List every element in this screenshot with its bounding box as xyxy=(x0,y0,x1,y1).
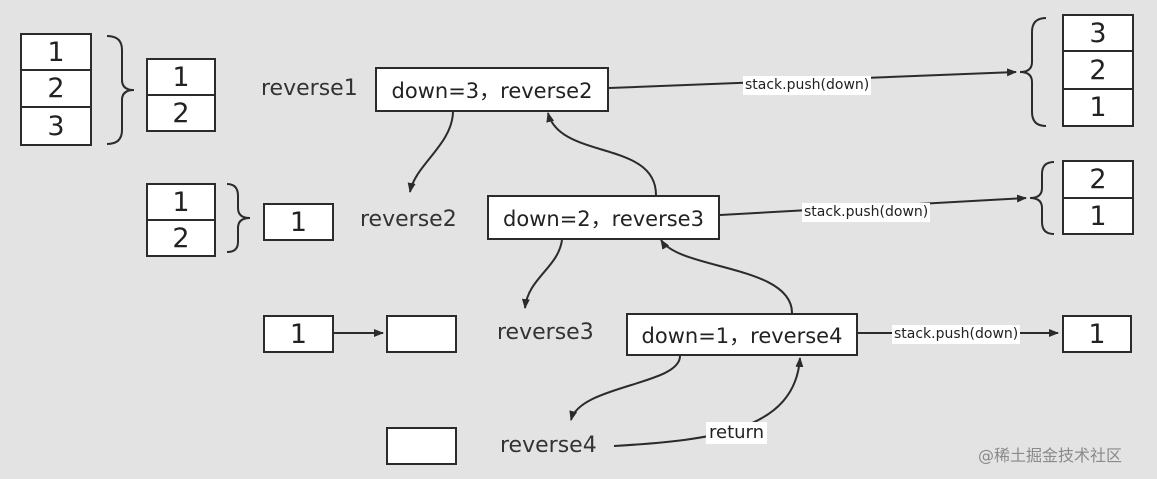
call-arrow-2 xyxy=(521,239,563,309)
stack-after-pop1-cell-top: 1 xyxy=(146,58,216,96)
reverse4-label: reverse4 xyxy=(500,433,597,458)
result1-cell-bottom: 1 xyxy=(1062,88,1134,127)
call-arrow-1 xyxy=(407,111,454,193)
watermark: @稀土掘金技术社区 xyxy=(978,446,1123,465)
result1-cell-middle: 2 xyxy=(1062,50,1134,90)
reverse1-label: reverse1 xyxy=(261,76,358,101)
result1-cell-top: 3 xyxy=(1062,14,1134,52)
return-arrow-1 xyxy=(546,112,657,196)
push-label-2: stack.push(down) xyxy=(802,203,931,222)
call-arrow-3 xyxy=(569,355,681,421)
result3-cell: 1 xyxy=(1062,315,1132,353)
return-arrow-2 xyxy=(660,239,793,314)
level2-stack-cell-top: 1 xyxy=(146,183,216,221)
initial-stack-cell-top: 1 xyxy=(20,33,92,71)
empty-stack-box-level3 xyxy=(386,315,457,353)
push-label-1: stack.push(down) xyxy=(743,76,872,95)
return-label: return xyxy=(706,422,768,444)
brace-result2 xyxy=(1029,161,1055,235)
reverse2-frame: down=2，reverse3 xyxy=(487,195,720,240)
brace-initial xyxy=(106,35,135,145)
reverse3-frame: down=1，reverse4 xyxy=(626,313,858,356)
reverse2-label: reverse2 xyxy=(360,207,457,232)
reverse3-label: reverse3 xyxy=(497,320,594,345)
level3-stack-cell: 1 xyxy=(263,315,334,353)
initial-stack-cell-bottom: 3 xyxy=(20,106,92,146)
result2-cell-bottom: 1 xyxy=(1062,197,1134,235)
push-label-3: stack.push(down) xyxy=(892,325,1021,344)
brace-level2 xyxy=(226,183,251,253)
reverse1-frame: down=3，reverse2 xyxy=(375,67,609,112)
stack-after-pop2-cell: 1 xyxy=(263,203,334,241)
brace-result1 xyxy=(1019,17,1047,127)
level2-stack-cell-bottom: 2 xyxy=(146,219,216,257)
initial-stack-cell-middle: 2 xyxy=(20,69,92,108)
result2-cell-top: 2 xyxy=(1062,160,1134,199)
empty-stack-box-level4 xyxy=(386,427,457,465)
stack-after-pop1-cell-bottom: 2 xyxy=(146,94,216,132)
